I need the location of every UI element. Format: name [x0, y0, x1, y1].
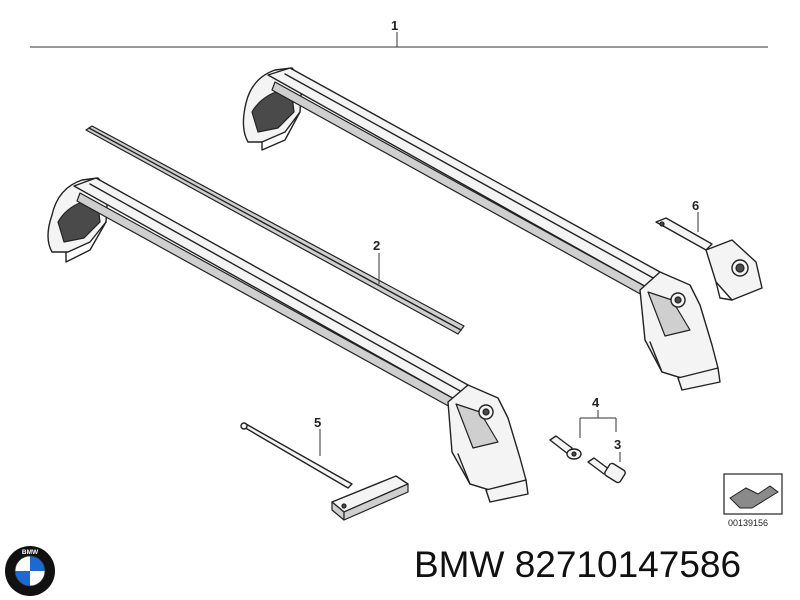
lock-cylinder	[549, 435, 582, 460]
callout-4-bracket	[579, 410, 617, 438]
rubber-strip	[85, 125, 465, 335]
callout-4-label: 4	[592, 395, 600, 410]
bmw-logo-icon: BMW	[5, 546, 55, 596]
key	[587, 457, 626, 484]
reference-code: 00139156	[728, 518, 768, 528]
bmw-logo-letters: BMW	[22, 549, 39, 556]
callout-2-label: 2	[373, 238, 380, 253]
arrow-icon	[729, 485, 779, 509]
torque-wrench	[240, 422, 409, 521]
crossbar-rear	[242, 67, 721, 391]
part-caption: BMW 82710147586	[414, 544, 742, 585]
callout-3-label: 3	[614, 437, 621, 452]
mounting-bracket	[655, 217, 763, 301]
callout-6-label: 6	[692, 198, 699, 213]
callout-5-label: 5	[314, 415, 321, 430]
reference-box: 00139156	[723, 473, 783, 528]
crossbar-front	[47, 177, 529, 503]
callout-1-label: 1	[391, 18, 398, 33]
